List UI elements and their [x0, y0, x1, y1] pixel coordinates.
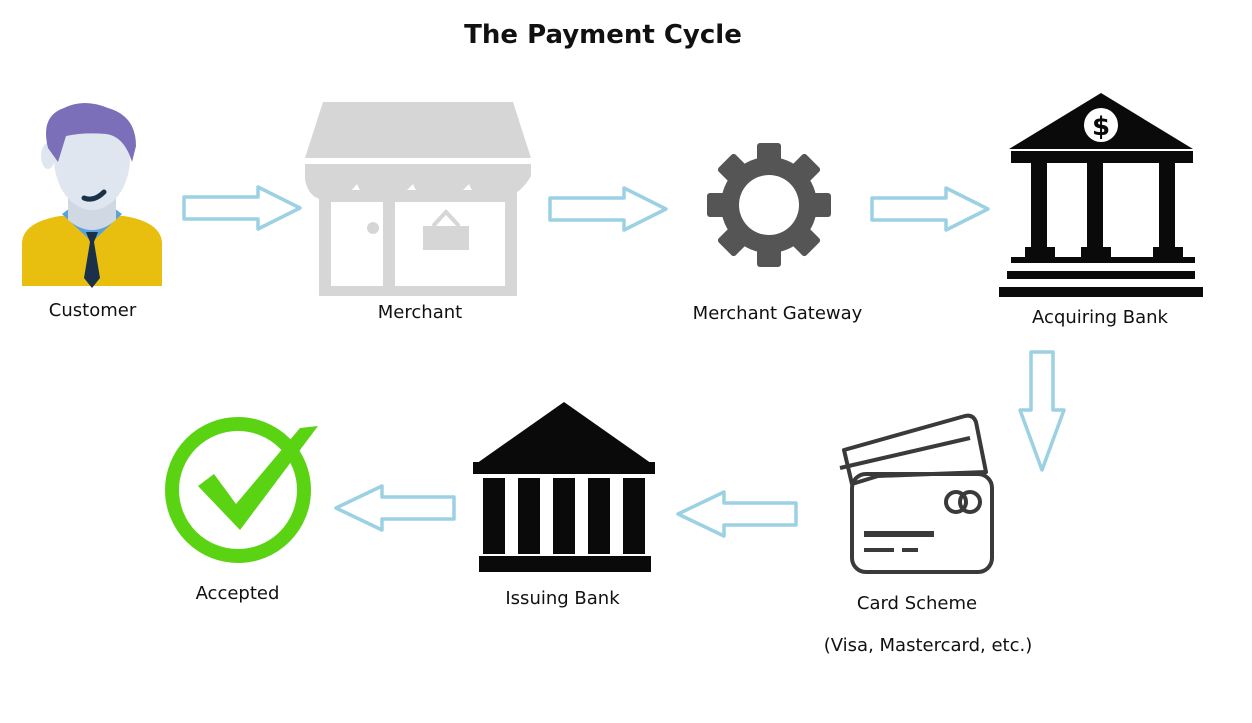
arrow-scheme-to-issuing	[676, 490, 798, 538]
arrow-gateway-to-acquiring	[870, 186, 990, 232]
gear-icon	[707, 143, 831, 267]
diagram-title: The Payment Cycle	[464, 20, 742, 50]
card-scheme-note: (Visa, Mastercard, etc.)	[823, 635, 1033, 656]
accepted-label: Accepted	[195, 583, 280, 604]
arrow-merchant-to-gateway	[548, 186, 668, 232]
arrow-acquiring-to-scheme	[1018, 350, 1066, 472]
issuing-label: Issuing Bank	[505, 588, 620, 609]
customer-icon	[22, 103, 162, 288]
acquiring-bank-icon: $	[999, 93, 1203, 297]
svg-text:$: $	[1092, 112, 1110, 142]
gateway-label: Merchant Gateway	[692, 303, 863, 324]
card-scheme-label: Card Scheme	[856, 593, 978, 614]
acquiring-label: Acquiring Bank	[1032, 307, 1168, 328]
customer-label: Customer	[48, 300, 137, 321]
merchant-label: Merchant	[377, 302, 463, 323]
merchant-store-icon	[305, 102, 531, 296]
arrow-issuing-to-accepted	[334, 484, 456, 532]
credit-card-icon	[839, 413, 994, 574]
checkmark-icon	[165, 417, 318, 563]
arrow-customer-to-merchant	[182, 185, 302, 231]
issuing-bank-icon	[473, 402, 655, 572]
